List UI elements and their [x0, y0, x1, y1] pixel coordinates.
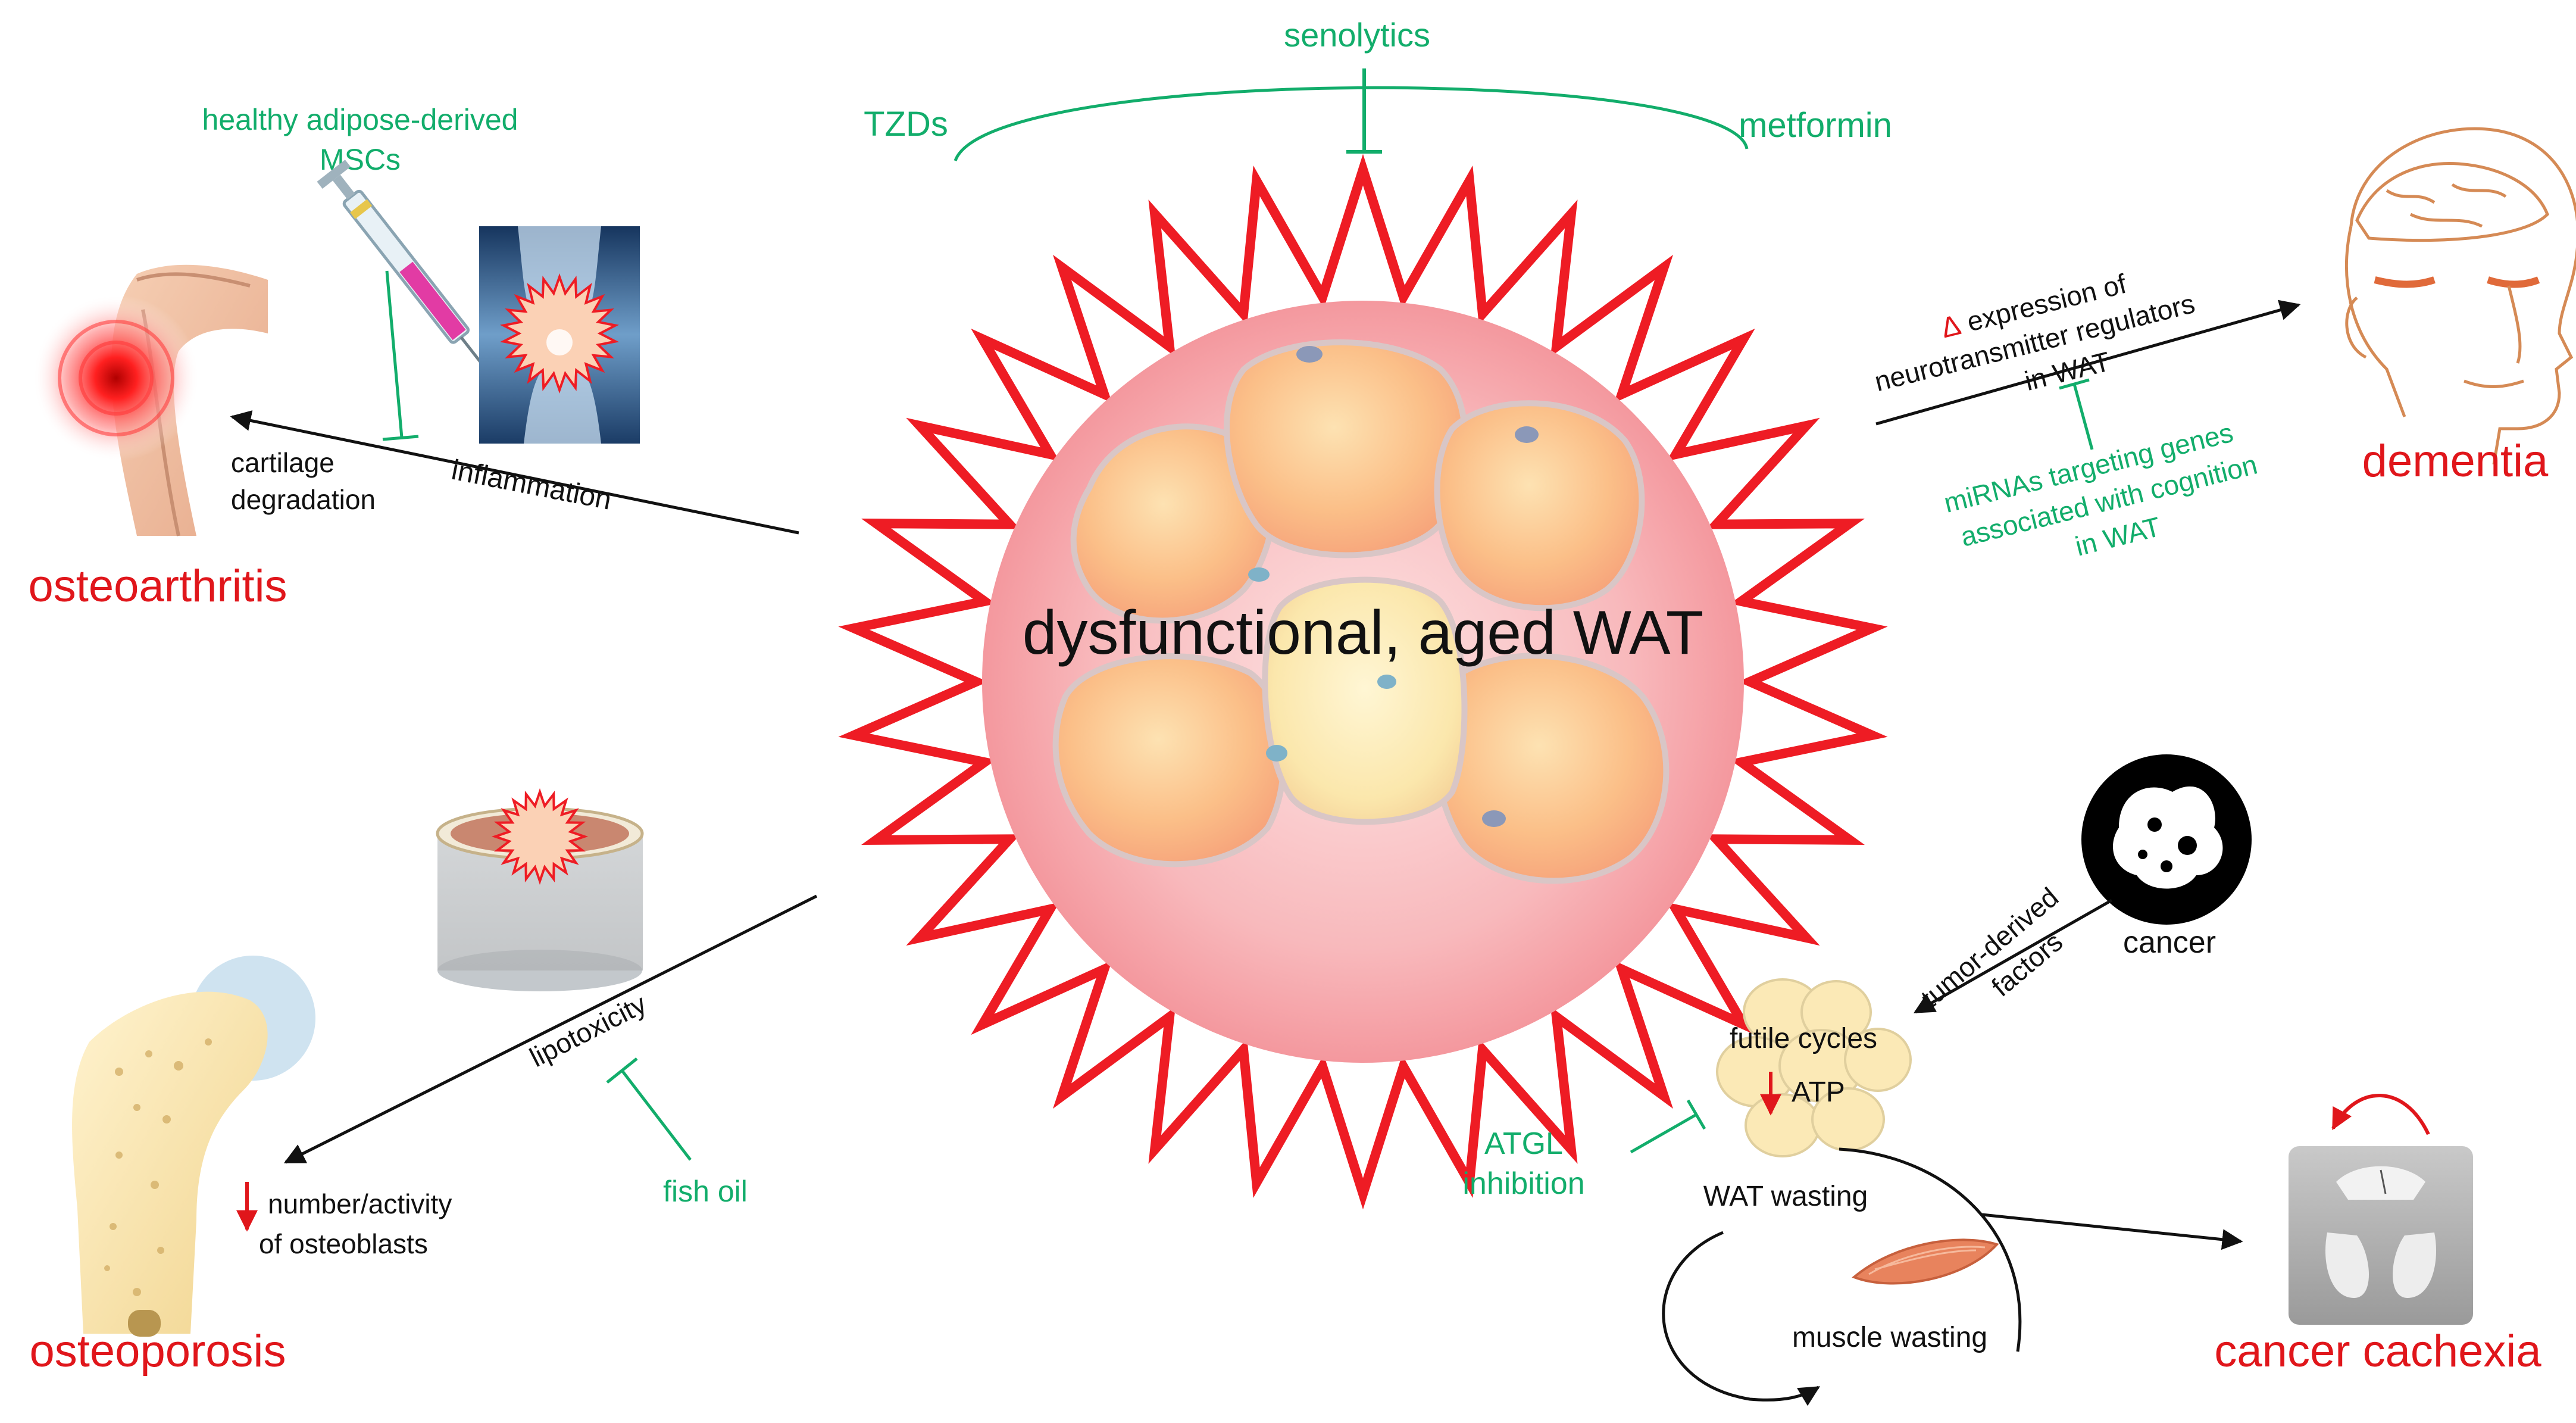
- mirna-label-block: miRNAs targeting genes associated with c…: [1941, 417, 2261, 562]
- wasting-cycle-arc: [1839, 1147, 2022, 1352]
- femur-bone-icon: [72, 956, 315, 1337]
- cartilage-label-line1: cartilage: [231, 447, 334, 478]
- adipocyte-cell: [1262, 576, 1468, 825]
- fish-oil-inhibition-line: [621, 1069, 692, 1161]
- dementia-label: dementia: [2362, 436, 2549, 486]
- osteoblast-label-line2: of osteoblasts: [259, 1228, 428, 1259]
- senolytics-group: senolytics TZDs metformin: [864, 16, 1892, 161]
- bone-cross-section-image: [436, 788, 644, 991]
- osteoporosis-label: osteoporosis: [30, 1326, 286, 1377]
- nucleus: [1248, 567, 1270, 582]
- adipocyte-cell: [1224, 339, 1468, 558]
- weight-scale-icon: [2289, 1146, 2473, 1325]
- osteoblast-label-line1: number/activity: [268, 1188, 452, 1219]
- syringe-icon: [317, 160, 484, 367]
- wat-wasting-label: WAT wasting: [1703, 1181, 1868, 1212]
- nucleus: [1482, 810, 1506, 827]
- msc-label-line1: healthy adipose-derived: [202, 103, 518, 136]
- adipocyte-cell: [1070, 423, 1276, 624]
- neuro-label-block: Δ expression of neurotransmitter regulat…: [1871, 268, 2197, 397]
- cartilage-label-line2: degradation: [231, 484, 376, 515]
- weight-loss-arrow: [2331, 1093, 2430, 1135]
- inflamed-knee-icon: [33, 264, 268, 536]
- mini-starburst: [491, 788, 589, 885]
- adipocyte-cell: [1434, 400, 1645, 611]
- atgl-inhibition-line: [1630, 1113, 1697, 1154]
- atgl-label-line1: ATGL: [1484, 1126, 1563, 1161]
- msc-inhibition-line: [385, 270, 404, 438]
- mirna-inhibition-bar: [2059, 378, 2090, 390]
- atgl-label-line2: inhibition: [1462, 1166, 1584, 1201]
- lipotoxicity-label: lipotoxicity: [524, 988, 651, 1073]
- tzds-label: TZDs: [864, 105, 948, 143]
- mirna-inhibition-line: [2072, 383, 2094, 450]
- cachexia-arrow: [1981, 1213, 2243, 1250]
- wasting-cycle-arc: [1662, 1231, 1821, 1406]
- neuro-arrow: [1875, 299, 2301, 426]
- metformin-label: metformin: [1739, 106, 1892, 145]
- osteoarthritis-label: osteoarthritis: [28, 561, 287, 611]
- lipotoxicity-arrow: [283, 894, 818, 1164]
- center-label: dysfunctional, aged WAT: [1023, 598, 1704, 667]
- adipocyte-cluster-icon: [1716, 978, 1912, 1157]
- inflammation-arrow: [230, 410, 799, 535]
- osteoporosis-branch: lipotoxicity fish oil number/activity of…: [30, 788, 818, 1377]
- nucleus: [1266, 745, 1287, 762]
- cancer-cell-icon: [2081, 754, 2252, 925]
- osteoarthritis-branch: healthy adipose-derived MSCs: [28, 103, 799, 611]
- futile-cycles-label: futile cycles: [1730, 1023, 1877, 1054]
- fish-oil-label: fish oil: [663, 1175, 748, 1208]
- msc-inhibition-bar: [382, 435, 419, 441]
- cachexia-branch: cancer tumor-derived factors futile cycl…: [1462, 754, 2541, 1406]
- cancer-cachexia-label: cancer cachexia: [2214, 1326, 2541, 1377]
- atgl-inhibition-bar: [1686, 1099, 1706, 1130]
- cancer-label: cancer: [2123, 925, 2216, 960]
- muscle-wasting-label: muscle wasting: [1792, 1322, 1987, 1353]
- adipocyte-cell: [1052, 653, 1287, 867]
- atp-label: ATP: [1792, 1076, 1845, 1108]
- dementia-branch: Δ expression of neurotransmitter regulat…: [1871, 127, 2576, 562]
- nucleus: [1377, 675, 1396, 689]
- inflammation-label: inflammation: [449, 454, 614, 516]
- tumor-factor-arrow: [1913, 898, 2113, 1014]
- muscle-icon: [1852, 1238, 1999, 1285]
- knee-xray-image: [479, 226, 640, 444]
- treatment-bracket: [954, 86, 1749, 161]
- adipocyte-cell: [1432, 653, 1670, 884]
- delta-symbol: Δ: [1938, 309, 1964, 344]
- nucleus: [1296, 346, 1323, 363]
- aged-wat-illustration: [838, 154, 1888, 1210]
- fish-oil-inhibition-bar: [606, 1057, 638, 1084]
- nucleus: [1515, 426, 1539, 443]
- senolytics-label: senolytics: [1284, 16, 1430, 54]
- brain-head-icon: [2345, 127, 2576, 465]
